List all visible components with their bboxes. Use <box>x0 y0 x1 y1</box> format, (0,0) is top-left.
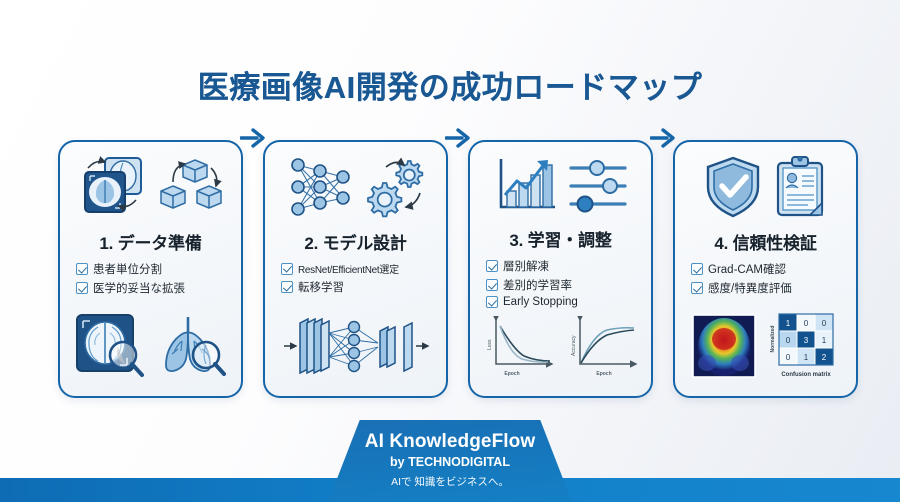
checkbox-icon[interactable] <box>486 296 498 309</box>
step-card-data-preparation[interactable]: 1. データ準備 患者単位分割 医学的妥当な拡張 <box>58 140 243 398</box>
svg-text:1: 1 <box>785 319 790 328</box>
sliders-icon <box>567 155 629 220</box>
check-label: Grad-CAM確認 <box>708 264 786 276</box>
check-label: 層別解凍 <box>503 261 549 274</box>
brand-tagline: AIで 知識をビジネスへ。 <box>391 476 509 488</box>
svg-text:0: 0 <box>803 319 808 328</box>
loss-curve-chart: Loss Epoch <box>480 314 558 383</box>
checkbox-icon[interactable] <box>486 279 498 292</box>
check-label: Early Stopping <box>503 296 578 309</box>
card2-title: 2. モデル設計 <box>304 234 407 253</box>
brain-scan-magnifier-icon <box>74 311 148 386</box>
check-label: ResNet/EfficientNet選定 <box>298 265 399 276</box>
page-title: 医療画像AI開発の成功ロードマップ <box>198 62 703 107</box>
svg-text:1: 1 <box>821 336 826 345</box>
card2-bottom-art <box>275 308 436 388</box>
loss-ylabel: Loss <box>487 339 493 350</box>
card2-checklist: ResNet/EfficientNet選定 転移学習 <box>275 261 436 298</box>
step-card-model-design[interactable]: 2. モデル設計 ResNet/EfficientNet選定 転移学習 <box>263 140 448 398</box>
ct-scan-slices-icon <box>79 155 149 223</box>
check-item[interactable]: Early Stopping <box>486 296 641 309</box>
checkbox-icon[interactable] <box>691 263 703 275</box>
card3-bottom-art: Loss Epoch Accuracy Epoch <box>480 311 641 388</box>
brand-name: AI KnowledgeFlow <box>364 431 536 452</box>
svg-text:3: 3 <box>803 336 808 345</box>
card4-checklist: Grad-CAM確認 感度/特異度評価 <box>685 261 846 299</box>
svg-text:1: 1 <box>803 353 808 362</box>
card3-title: 3. 学習・調整 <box>509 231 612 251</box>
card3-icon-row <box>480 151 641 224</box>
check-label: 差別的学習率 <box>503 280 572 293</box>
check-label: 転移学習 <box>298 282 344 294</box>
card1-title: 1. データ準備 <box>99 234 202 253</box>
card3-checklist: 層別解凍 差別的学習率 Early Stopping <box>480 258 641 311</box>
checkbox-icon[interactable] <box>76 282 88 294</box>
lungs-magnifier-icon <box>154 311 228 386</box>
card2-icon-row <box>275 151 436 227</box>
gears-icon <box>364 155 426 224</box>
svg-text:2: 2 <box>821 353 826 362</box>
checkbox-icon[interactable] <box>281 262 293 275</box>
growth-bar-chart-icon <box>493 155 559 220</box>
confusion-matrix-ylabel: Normalized <box>770 325 776 352</box>
grad-cam-heatmap-icon <box>691 313 757 384</box>
checkbox-icon[interactable] <box>691 282 703 294</box>
card4-title: 4. 信頼性検証 <box>714 234 817 253</box>
neural-network-icon <box>286 155 356 224</box>
shield-check-icon <box>702 155 764 224</box>
checkbox-icon[interactable] <box>486 260 498 273</box>
cnn-architecture-diagram-icon <box>280 313 432 384</box>
accuracy-xlabel: Epoch <box>596 371 611 377</box>
footer: AI KnowledgeFlow by TECHNODIGITAL AIで 知識… <box>0 420 900 502</box>
footer-banner-shape <box>328 420 572 502</box>
check-item[interactable]: ResNet/EfficientNet選定 <box>281 261 436 276</box>
check-item[interactable]: 転移学習 <box>281 279 436 295</box>
check-item[interactable]: 患者単位分割 <box>76 261 231 277</box>
step-card-reliability-validation[interactable]: 4. 信頼性検証 Grad-CAM確認 感度/特異度評価 <box>673 140 858 398</box>
checkbox-icon[interactable] <box>281 281 293 293</box>
accuracy-curve-chart: Accuracy Epoch <box>564 314 642 383</box>
confusion-matrix-chart: 1 0 0 0 3 1 0 1 2 Normalized Confusion m… <box>763 311 841 386</box>
footer-text: AI KnowledgeFlow by TECHNODIGITAL AIで 知識… <box>300 420 600 502</box>
flow-arrow-3 <box>650 126 676 150</box>
flow-arrow-1 <box>240 126 266 150</box>
check-item[interactable]: 感度/特異度評価 <box>691 280 846 296</box>
check-label: 感度/特異度評価 <box>708 283 792 295</box>
checkbox-icon[interactable] <box>76 263 88 275</box>
check-item[interactable]: 層別解凍 <box>486 258 641 274</box>
card4-bottom-art: 1 0 0 0 3 1 0 1 2 Normalized Confusion m… <box>685 308 846 388</box>
card1-bottom-art <box>70 308 231 388</box>
clipboard-report-icon <box>772 155 830 224</box>
check-label: 医学的妥当な拡張 <box>93 283 185 295</box>
step-card-training-tuning[interactable]: 3. 学習・調整 層別解凍 差別的学習率 Early Stopping <box>468 140 653 398</box>
svg-text:0: 0 <box>821 319 826 328</box>
brand-byline: by TECHNODIGITAL <box>390 455 510 469</box>
card1-icon-row <box>70 151 231 227</box>
check-item[interactable]: 医学的妥当な拡張 <box>76 280 231 296</box>
check-item[interactable]: Grad-CAM確認 <box>691 261 846 277</box>
card4-icon-row <box>685 151 846 227</box>
confusion-matrix-caption: Confusion matrix <box>781 372 831 378</box>
page-title-wrap: 医療画像AI開発の成功ロードマップ <box>0 62 900 107</box>
svg-text:0: 0 <box>785 336 790 345</box>
roadmap-steps: 1. データ準備 患者単位分割 医学的妥当な拡張 <box>58 140 858 398</box>
check-label: 患者単位分割 <box>93 264 162 276</box>
loss-xlabel: Epoch <box>504 371 519 377</box>
accuracy-ylabel: Accuracy <box>571 335 577 356</box>
card1-checklist: 患者単位分割 医学的妥当な拡張 <box>70 261 231 299</box>
flow-arrow-2 <box>445 126 471 150</box>
check-item[interactable]: 差別的学習率 <box>486 277 641 293</box>
svg-text:0: 0 <box>785 353 790 362</box>
data-cubes-augmentation-icon <box>157 156 223 223</box>
